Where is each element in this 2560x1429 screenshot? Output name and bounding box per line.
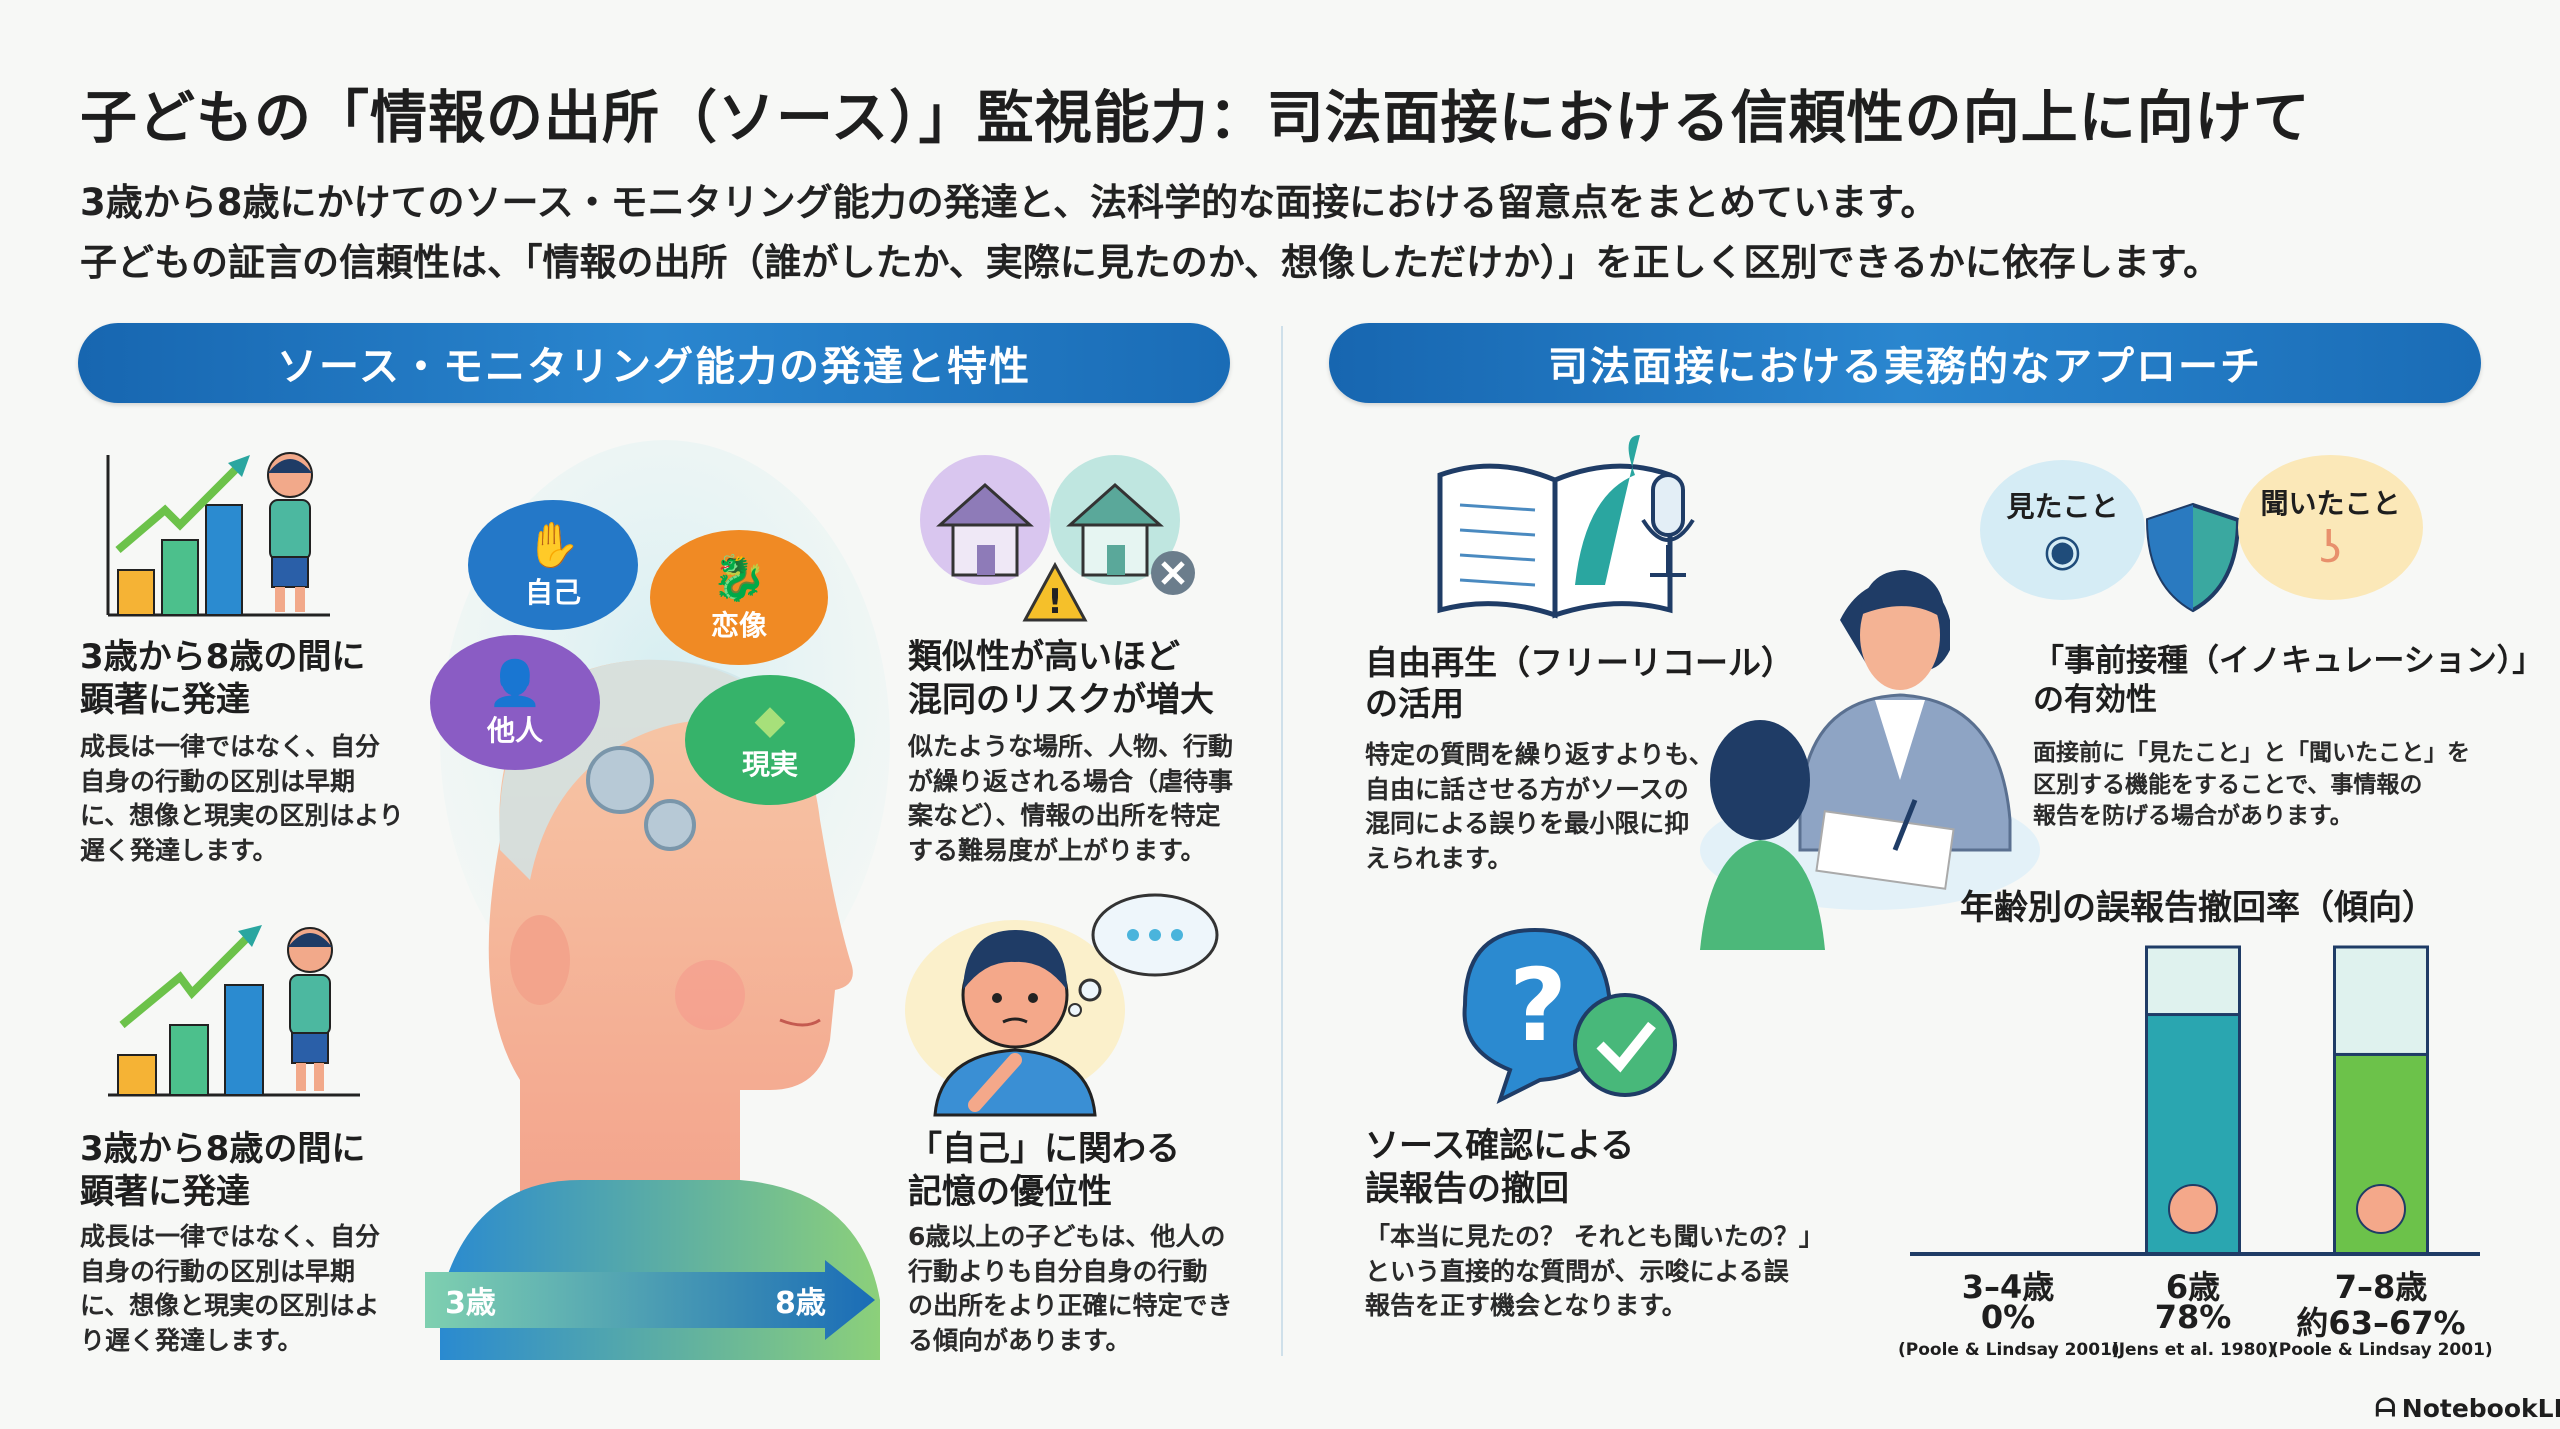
bubble-self: ✋ 自己 — [468, 500, 638, 630]
svg-text:?: ? — [1509, 947, 1567, 1064]
source-label: (Jens et al. 1980) — [2110, 1340, 2276, 1360]
person-icon: 👤 — [487, 657, 543, 709]
chart-title: 年齢別の誤報告撤回率（傾向） — [1960, 888, 2436, 928]
bubble-imagination-label: 恋像 — [710, 608, 767, 642]
block-body: 成長は一律ではなく、自分 自身の行動の区別は早期 に、想像と現実の区別はよ り遅… — [80, 1222, 381, 1355]
subtitle-line-1: 3歳から8歳にかけてのソース・モニタリング能力の発達と、法科学的な面接における留… — [80, 181, 1938, 224]
category-label: 6歳 — [2165, 1268, 2221, 1306]
interview-scene-illustration — [1700, 570, 2040, 950]
right-section-header: 司法面接における実務的なアプローチ — [1329, 323, 2481, 403]
shield-icon — [2145, 502, 2241, 613]
raised-hand-icon: ✋ — [525, 520, 581, 571]
page-title: 子どもの「情報の出所（ソース）」監視能力：司法面接における信頼性の向上に向けて — [80, 85, 2311, 151]
bubble-heard-label: 聞いたこと — [2260, 487, 2401, 520]
book-microphone-icon — [1437, 435, 1695, 619]
bubble-reality: ◆ 現実 — [685, 675, 855, 805]
category-label: 7–8歳 — [2334, 1268, 2428, 1306]
svg-text:!: ! — [1047, 582, 1063, 622]
value-label: 0% — [1980, 1298, 2036, 1336]
block-heading: 自由再生（フリーリコール） の活用 — [1365, 643, 1794, 724]
block-heading: 類似性が高いほど 混同のリスクが増大 — [908, 637, 1214, 720]
block-heading: 「事前接種（イノキュレーション）」 の有効性 — [2033, 643, 2544, 718]
brand-label: NotebookLM — [2401, 1393, 2560, 1423]
growth-chart-icon — [108, 925, 360, 1097]
block-heading: ソース確認による 誤報告の撤回 — [1365, 1126, 1635, 1209]
block-heading: 3歳から8歳の間に 顕著に発達 — [80, 637, 366, 720]
notebooklm-brand: ᗩ NotebookLM — [2375, 1393, 2560, 1423]
thinking-child-icon — [905, 893, 1219, 1117]
eye-icon: ◉ — [2043, 524, 2082, 576]
similar-houses-icon: ! — [920, 455, 1195, 622]
retraction-rate-chart — [1910, 945, 2480, 1256]
timeline-arrow — [425, 1260, 875, 1340]
timeline-end-label: 8歳 — [775, 1286, 826, 1321]
section-divider — [1281, 326, 1283, 1356]
subtitle-line-2: 子どもの証言の信頼性は、「情報の出所（誰がしたか、実際に見たのか、想像しただけか… — [80, 241, 2221, 284]
block-body: 「本当に見たの？ それとも聞いたの？」 という直接的な質問が、示唆による誤 報告… — [1365, 1222, 1824, 1320]
bubble-heard: 聞いたこと ʖ — [2238, 455, 2423, 600]
source-label: (Poole & Lindsay 2001) — [2271, 1340, 2493, 1360]
question-check-icon: ? — [1462, 927, 1677, 1104]
value-label: 78% — [2154, 1298, 2232, 1336]
child-face-icon — [2356, 1184, 2406, 1234]
category-label: 3–4歳 — [1961, 1268, 2055, 1306]
bubble-others: 👤 他人 — [430, 635, 600, 770]
block-body: 成長は一律ではなく、自分 自身の行動の区別は早期 に、想像と現実の区別はより 遅… — [80, 732, 404, 865]
timeline-start-label: 3歳 — [445, 1286, 496, 1321]
block-heading: 3歳から8歳の間に 顕著に発達 — [80, 1129, 366, 1212]
bubble-others-label: 他人 — [486, 713, 543, 747]
left-section-header: ソース・モニタリング能力の発達と特性 — [78, 323, 1230, 403]
bubble-seen-label: 見たこと — [2006, 489, 2119, 523]
notebooklm-logo-icon: ᗩ — [2375, 1393, 2396, 1422]
bubble-imagination: 🐉 恋像 — [650, 530, 828, 665]
bubble-seen: 見たこと ◉ — [1980, 460, 2145, 600]
block-body: 特定の質問を繰り返すよりも、 自由に話させる方がソースの 混同による誤りを最小限… — [1365, 740, 1714, 873]
cube-icon: ◆ — [754, 697, 786, 743]
value-label: 約63–67% — [2296, 1304, 2466, 1342]
bubble-reality-label: 現実 — [741, 748, 798, 781]
bubble-self-label: 自己 — [524, 576, 581, 609]
ear-icon: ʖ — [2319, 522, 2342, 573]
child-face-icon — [2168, 1184, 2218, 1234]
block-body: 6歳以上の子どもは、他人の 行動よりも自分自身の行動 の出所をより正確に特定でき… — [908, 1222, 1233, 1355]
block-body: 面接前に「見たこと」と「聞いたこと」を 区別する機能をすることで、事情報の 報告… — [2033, 740, 2470, 830]
growth-chart-icon — [106, 452, 330, 617]
source-label: (Poole & Lindsay 2001) — [1898, 1340, 2120, 1360]
block-body: 似たような場所、人物、行動 が繰り返される場合（虐待事 案など）、情報の出所を特… — [908, 732, 1234, 865]
dragon-icon: 🐉 — [711, 552, 767, 604]
block-heading: 「自己」に関わる 記憶の優位性 — [908, 1129, 1180, 1212]
